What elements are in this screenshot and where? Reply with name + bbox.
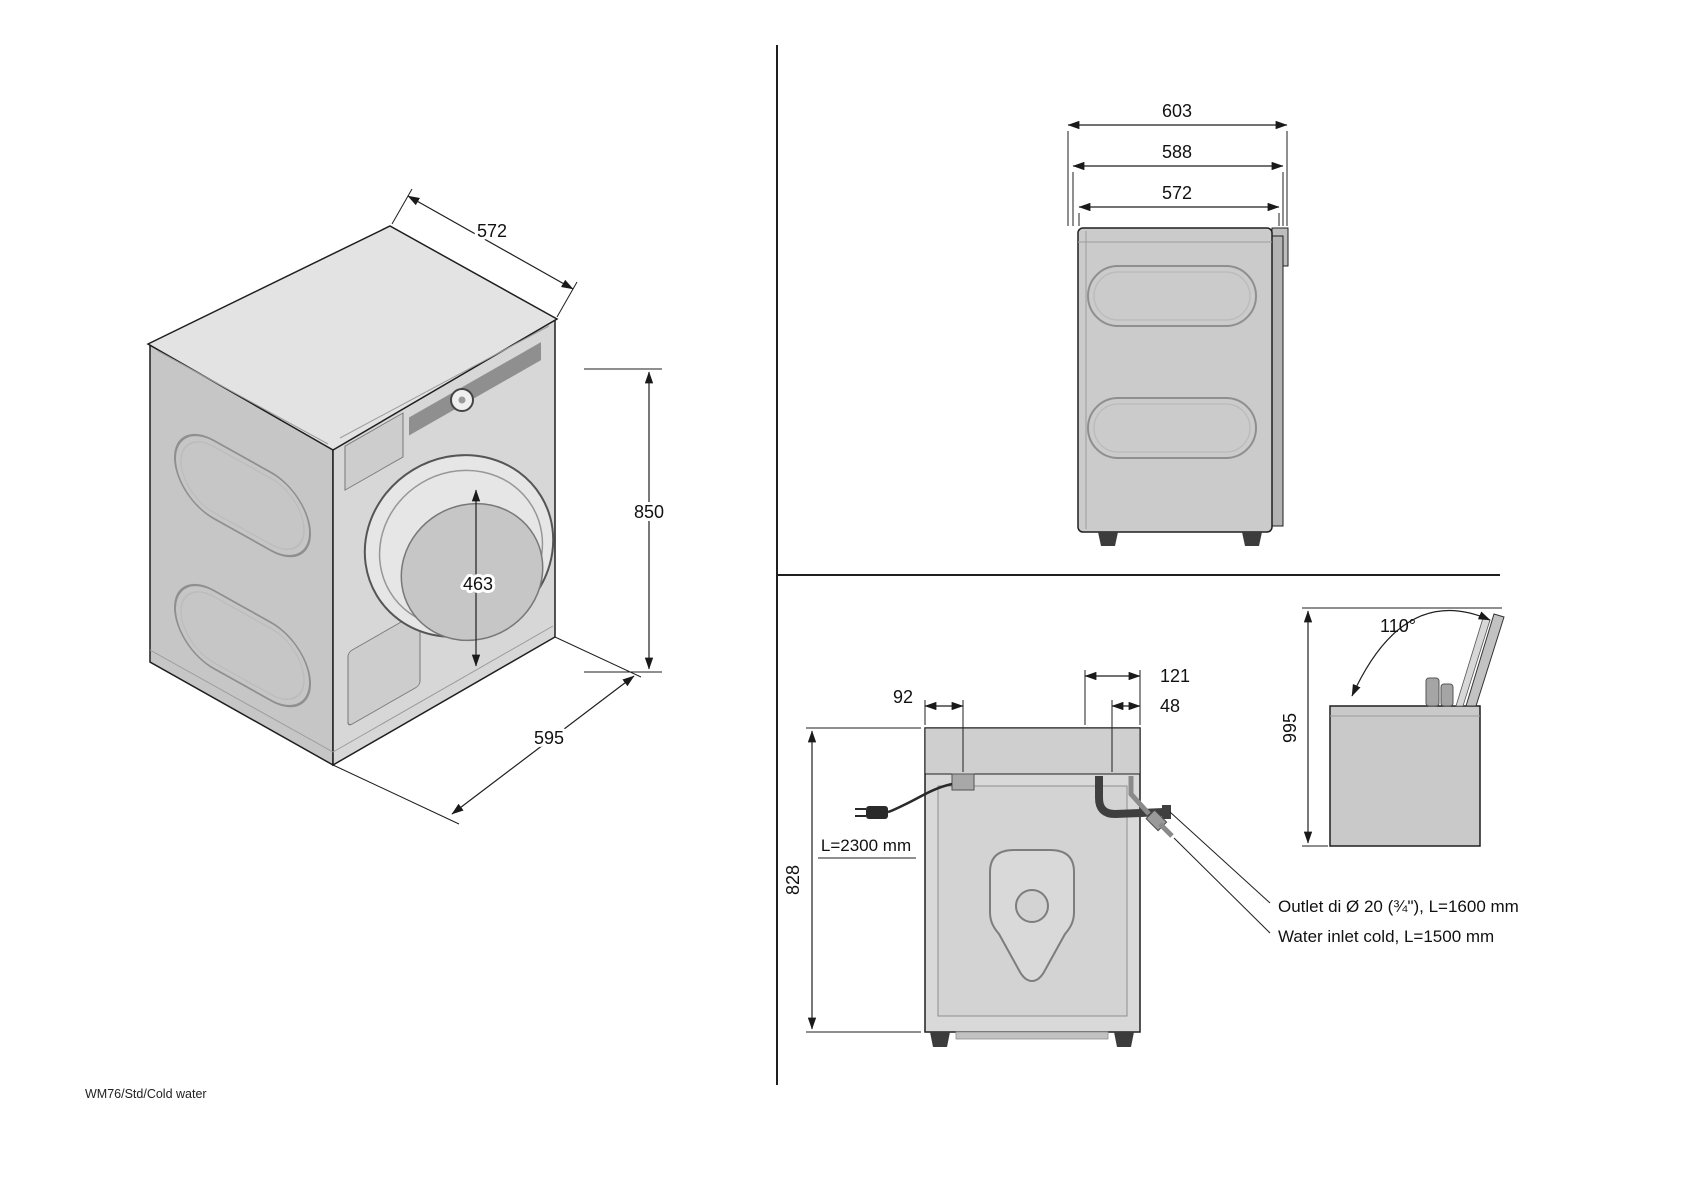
- dim-rear-height-label: 828: [783, 865, 803, 895]
- lid-open-view: 995 110°: [1280, 607, 1505, 847]
- control-panel-strip: [409, 342, 541, 436]
- dim-depth-total-label: 603: [1162, 101, 1192, 121]
- rear-view: 828 L=2300 mm Outlet di Ø 20 (¾"), L=160…: [783, 666, 1519, 1047]
- side-emboss-lower-inner: [1093, 403, 1251, 453]
- power-plug: [866, 806, 888, 819]
- inlet-label: Water inlet cold, L=1500 mm: [1278, 927, 1494, 946]
- cord-length-label: L=2300 mm: [821, 836, 911, 855]
- side-body: [1077, 227, 1273, 533]
- dim-inlet-offset-label: 48: [1160, 696, 1180, 716]
- right-foot: [1114, 1032, 1134, 1047]
- drain-hose-end: [1162, 805, 1171, 819]
- rear-foot: [1242, 532, 1262, 546]
- model-label: WM76/Std/Cold water: [85, 1087, 207, 1101]
- dim-outlet-offset-label: 121: [1160, 666, 1190, 686]
- dim-depth-body-label: 572: [1162, 183, 1192, 203]
- rear-panel-edge: [1271, 235, 1284, 527]
- iso-dimensions: 572 850 463 595: [332, 188, 667, 825]
- side-emboss-lower-outer: [174, 583, 311, 708]
- top-lid-front-seam: [339, 325, 550, 439]
- dispenser-cup-1: [1425, 677, 1440, 707]
- outlet-label: Outlet di Ø 20 (¾"), L=1600 mm: [1278, 897, 1519, 916]
- inlet-hose: [1128, 776, 1151, 816]
- left-foot: [930, 1032, 950, 1047]
- isometric-view: 572 850 463 595: [146, 188, 667, 825]
- inlet-hose-thread: [1158, 822, 1174, 838]
- outlet-leader-line: [1169, 811, 1271, 904]
- dim-depth-mid-label: 588: [1162, 142, 1192, 162]
- program-knob-center: [458, 396, 466, 404]
- dim-top-width-label: 572: [477, 221, 507, 241]
- front-base-trim: [332, 625, 554, 753]
- dim-line-top-width: [407, 195, 574, 290]
- rear-top-dimensions: 92 121 48: [893, 666, 1190, 772]
- service-flap: [347, 612, 421, 726]
- dim-open-height-label: 995: [1280, 713, 1300, 743]
- lid-angle-label: 110°: [1380, 616, 1416, 636]
- front-foot: [1098, 532, 1118, 546]
- side-dimensions: 603 588 572: [1067, 101, 1288, 226]
- side-view: 603 588 572: [1067, 101, 1289, 546]
- dim-cord-offset-label: 92: [893, 687, 913, 707]
- power-cord: [887, 782, 953, 814]
- dim-height-label: 850: [634, 502, 664, 522]
- dim-door-diameter-label: 463: [463, 574, 493, 594]
- inlet-leader-line: [1173, 837, 1271, 934]
- side-emboss-upper-outer: [174, 433, 311, 558]
- dim-line-depth: [451, 675, 635, 815]
- lid-view-body: [1329, 705, 1481, 847]
- extension-line: [556, 281, 578, 318]
- dispenser-cup-2: [1440, 683, 1454, 707]
- side-panel-embossing: [174, 433, 311, 708]
- rear-top-band: [924, 727, 1141, 775]
- porthole-door: [363, 454, 555, 642]
- top-lid-side-seam: [157, 350, 329, 445]
- extension-line: [391, 188, 413, 225]
- detergent-drawer: [344, 412, 404, 491]
- side-emboss-upper-inner: [180, 441, 305, 551]
- front-panel-details: [344, 342, 541, 726]
- side-emboss-lower-inner: [180, 591, 305, 701]
- lid-swing-arc: [1351, 609, 1491, 697]
- side-emboss-upper-inner: [1093, 271, 1251, 321]
- extension-line: [332, 764, 460, 825]
- extension-line: [554, 636, 642, 678]
- side-emboss-upper-outer: [1087, 265, 1257, 327]
- base-strip: [955, 1031, 1109, 1040]
- dim-depth-label: 595: [534, 728, 564, 748]
- rear-panel-plug: [1015, 889, 1049, 923]
- drain-hose: [1095, 776, 1165, 819]
- side-emboss-lower-outer: [1087, 397, 1257, 459]
- side-base-trim: [149, 649, 334, 753]
- cord-anchor: [951, 773, 975, 791]
